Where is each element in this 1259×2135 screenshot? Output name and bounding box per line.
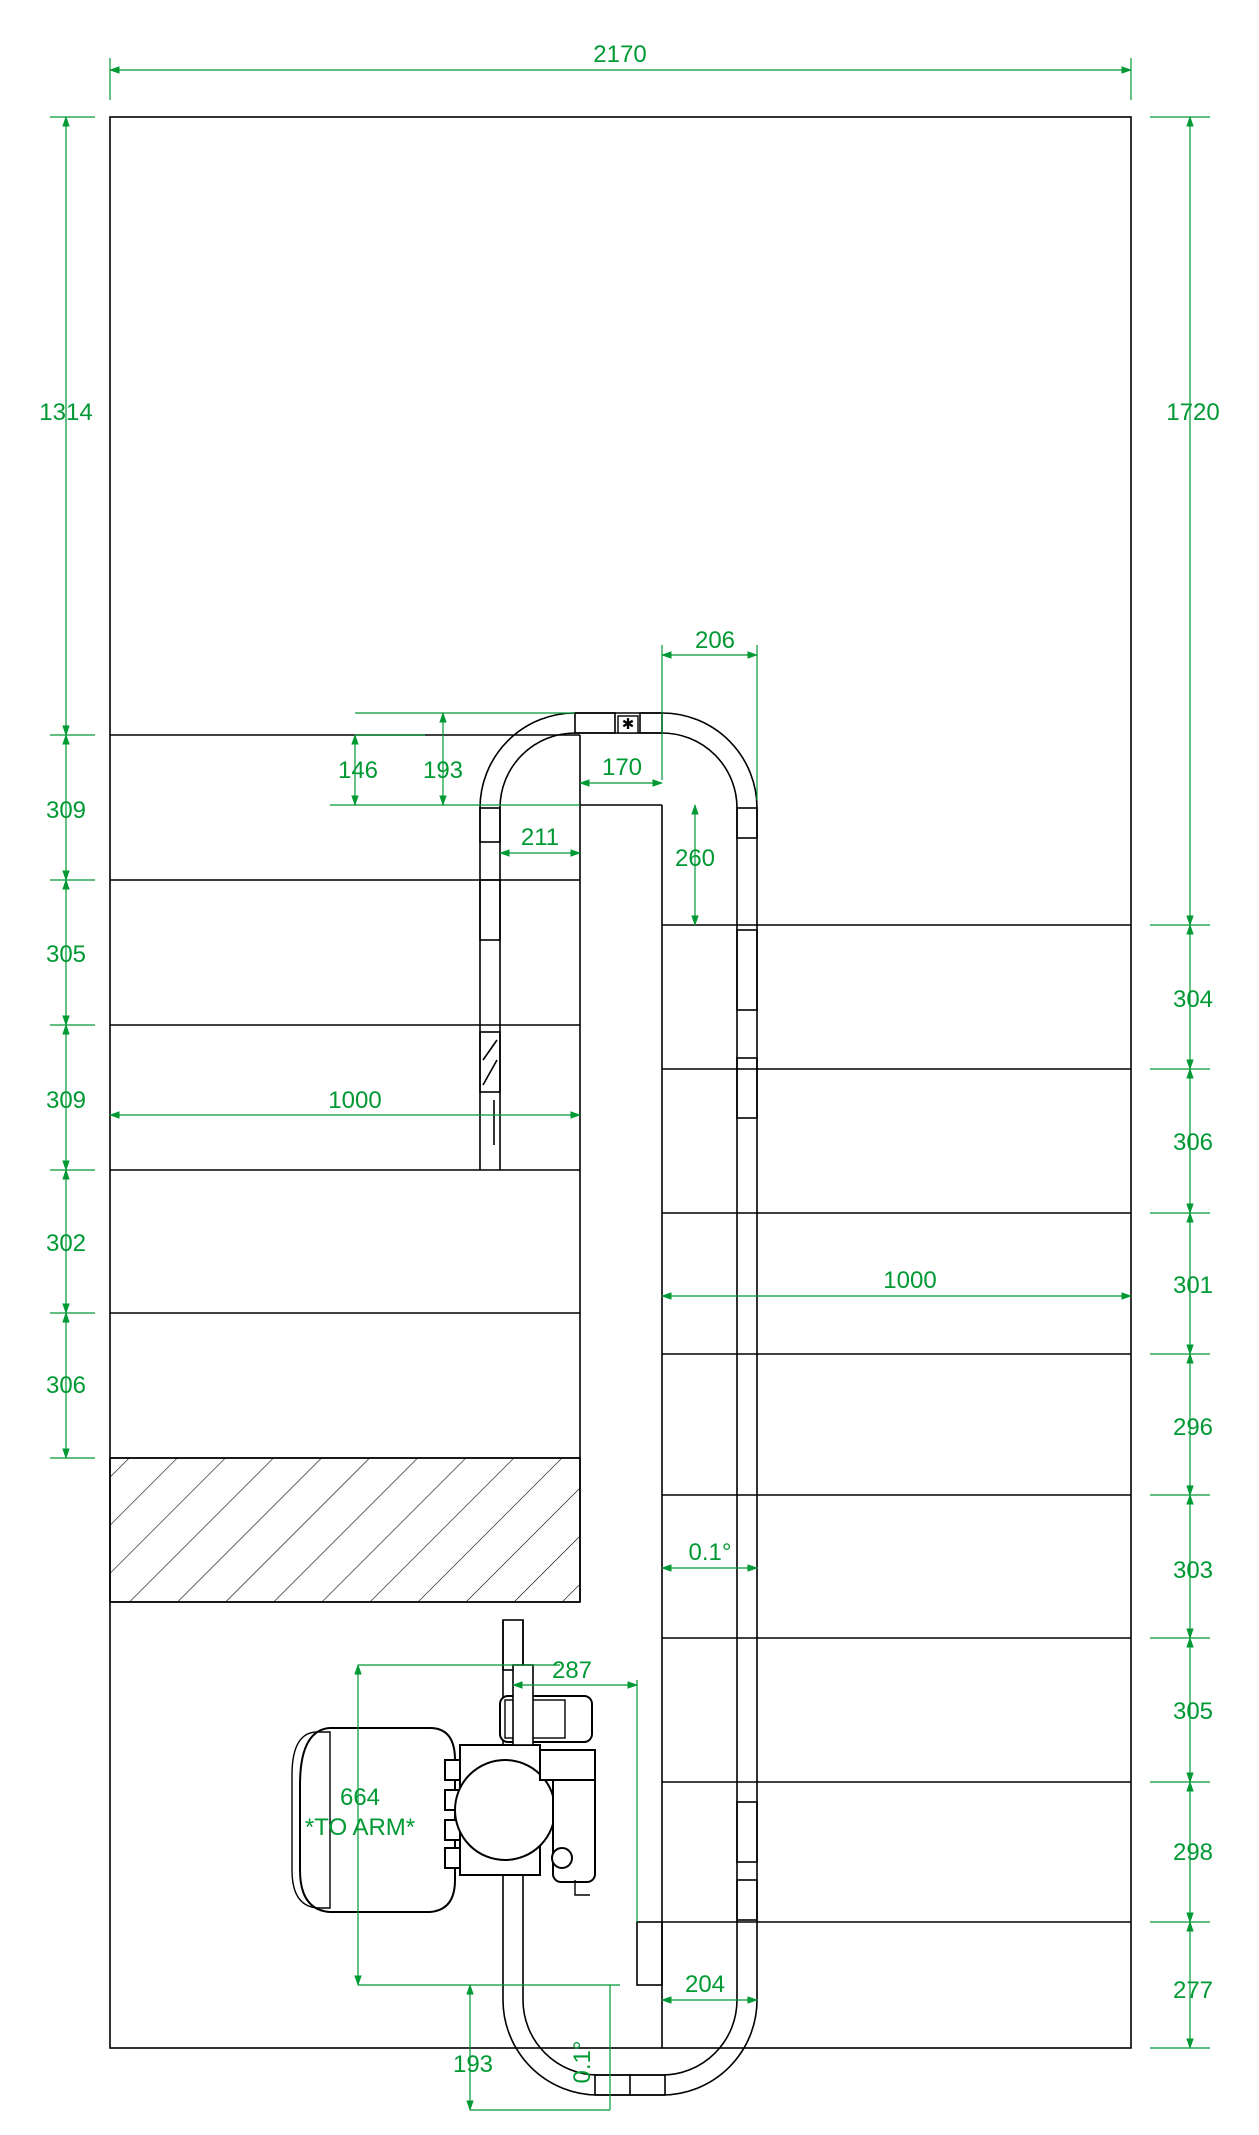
top-rail-offset-a-label: 146 — [338, 757, 378, 784]
rail-joint-left-2 — [479, 879, 501, 941]
hatched-void — [110, 1458, 580, 1602]
bottom-landing-gap-label: 204 — [685, 1971, 725, 1998]
bottom-landing-block — [636, 1921, 663, 1986]
stairlift-rail — [479, 712, 758, 2096]
top-inner-gap-label: 170 — [602, 754, 642, 781]
rail-joint-right-2 — [736, 929, 758, 1011]
rail-joint-right-1 — [736, 807, 758, 839]
stairlift-chair — [291, 1695, 596, 1913]
chair-hinge-1 — [444, 1759, 461, 1781]
hatched-void-frame — [109, 1457, 581, 1603]
chair-seat-inner — [291, 1731, 331, 1909]
rail-joint-top-right — [639, 712, 663, 734]
bottom-end-angle-label: 0.1° — [569, 2041, 596, 2084]
top-centre-gap-label: 206 — [695, 627, 735, 654]
chair-lever — [574, 1880, 590, 1896]
right-step-6-label: 305 — [1173, 1698, 1213, 1725]
left-width-label: 1000 — [328, 1087, 381, 1114]
top-rail-offset-b-label: 193 — [423, 757, 463, 784]
overall-width-label: 2170 — [593, 41, 646, 68]
right-step-1-label: 304 — [1173, 986, 1213, 1013]
rail-hatch-2 — [482, 1039, 498, 1061]
chair-hinge-4 — [444, 1847, 461, 1869]
chair-arm-top-inner — [504, 1699, 566, 1739]
right-step-8-label: 277 — [1173, 1977, 1213, 2004]
bottom-rail-to-arm-label: 287 — [552, 1657, 592, 1684]
rail-joint-right-3 — [736, 1057, 758, 1119]
top-clearance-label: 260 — [675, 845, 715, 872]
chair-control-box — [539, 1749, 596, 1781]
rail-joint-top-left — [574, 712, 616, 734]
left-step-1-label: 309 — [46, 797, 86, 824]
chair-key — [551, 1847, 573, 1869]
chair-note-label: *TO ARM* — [305, 1814, 415, 1841]
dimensions — [50, 58, 1210, 2112]
rail-angle-label: 0.1° — [689, 1539, 732, 1566]
rail-end-stop — [502, 1619, 524, 1671]
bottom-end-offset-label: 193 — [453, 2051, 493, 2078]
right-step-7-label: 298 — [1173, 1839, 1213, 1866]
chair-extent-label: 664 — [340, 1784, 380, 1811]
right-step-4-label: 296 — [1173, 1414, 1213, 1441]
right-step-5-label: 303 — [1173, 1557, 1213, 1584]
right-upper-length-label: 1720 — [1166, 399, 1219, 426]
rail-joint-left-3 — [479, 1031, 501, 1093]
outer-boundary — [109, 116, 1132, 2049]
rail-bottom-bend — [502, 1620, 758, 2096]
left-step-2-label: 305 — [46, 941, 86, 968]
stair-outline — [109, 116, 1132, 2049]
left-step-5-label: 306 — [46, 1372, 86, 1399]
right-step-3-label: 301 — [1173, 1272, 1213, 1299]
rail-joint-right-5 — [736, 1879, 758, 1921]
right-width-label: 1000 — [883, 1267, 936, 1294]
right-step-2-label: 306 — [1173, 1129, 1213, 1156]
top-rail-to-landing-label: 211 — [521, 824, 559, 851]
left-step-4-label: 302 — [46, 1230, 86, 1257]
left-step-3-label: 309 — [46, 1087, 86, 1114]
rail-marker: ✱ — [622, 716, 635, 733]
rail-joint-left-1 — [479, 807, 501, 843]
left-upper-length-label: 1314 — [39, 399, 92, 426]
rail-top-bend — [479, 712, 758, 2000]
rail-hatch-1 — [482, 1059, 498, 1086]
rail-joint-right-4 — [736, 1801, 758, 1863]
rail-marker-box — [617, 715, 639, 734]
dimension-labels: 2170 1314 309 305 309 302 306 1000 1720 … — [39, 41, 1219, 2083]
chair-mast — [512, 1664, 534, 1746]
